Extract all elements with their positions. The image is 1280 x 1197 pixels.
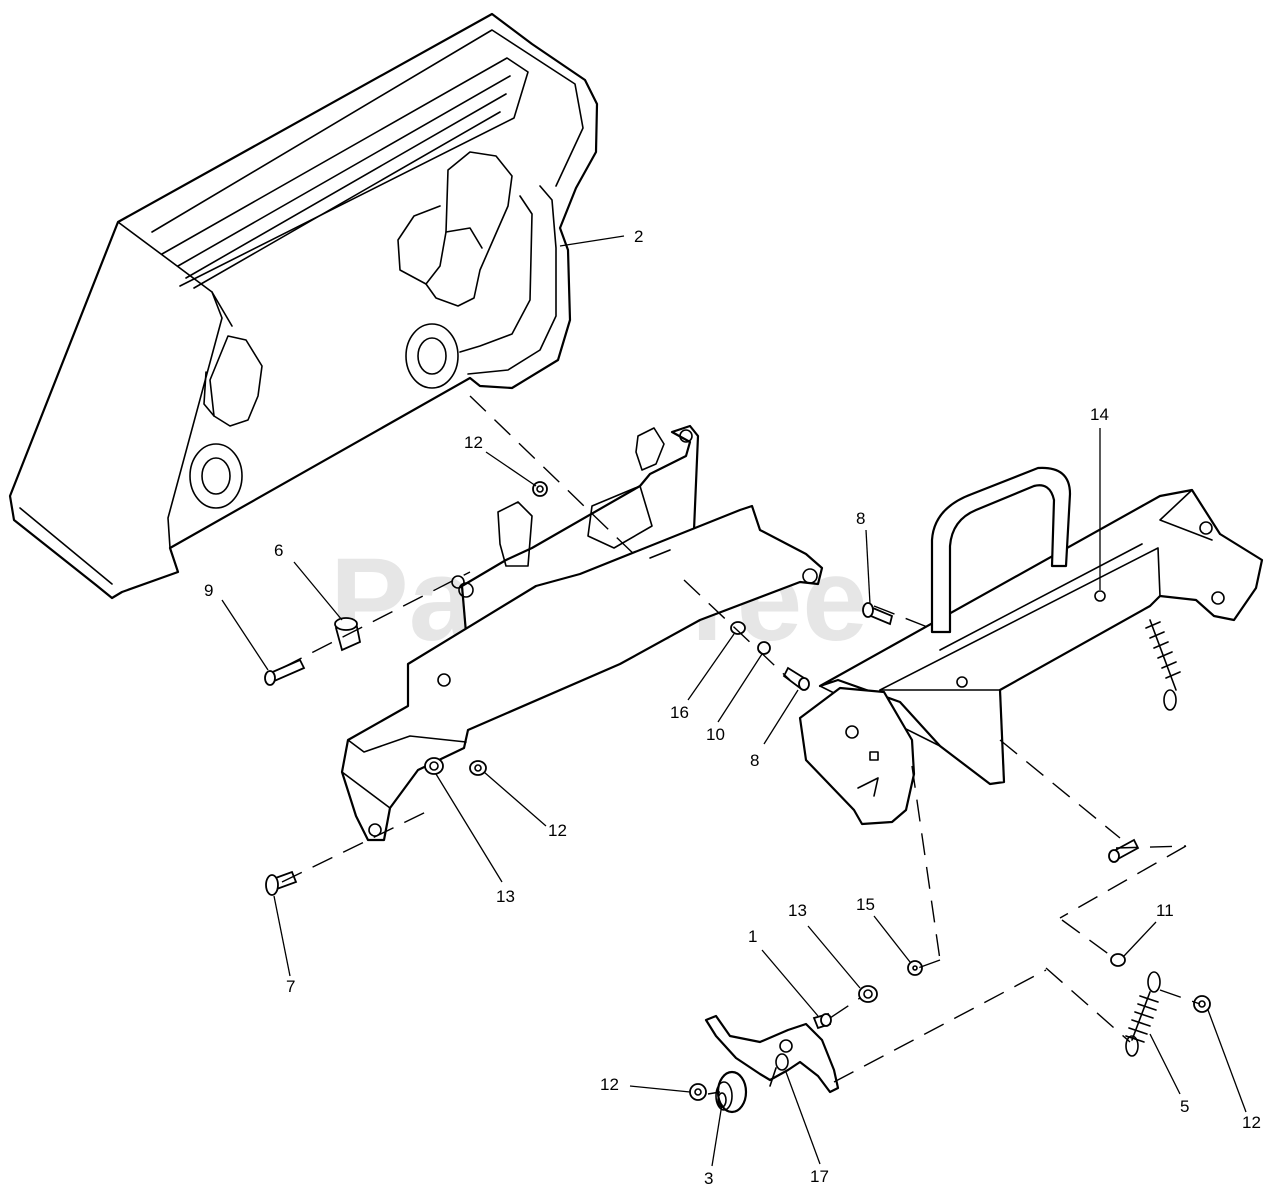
nut-12c xyxy=(689,1083,707,1101)
callout-17: 17 xyxy=(810,1167,829,1186)
callout-12: 12 xyxy=(1242,1113,1261,1132)
extension-spring xyxy=(1125,971,1161,1057)
tray-spring xyxy=(1145,619,1181,711)
pin-8b xyxy=(782,666,810,691)
pin-1 xyxy=(812,1012,832,1030)
nut-11 xyxy=(1110,953,1126,967)
callout-15: 15 xyxy=(856,895,875,914)
callout-8: 8 xyxy=(856,509,865,528)
callout-10: 10 xyxy=(706,725,725,744)
callout-12: 12 xyxy=(464,433,483,452)
callout-9: 9 xyxy=(204,581,213,600)
assembly-lines xyxy=(281,395,1201,1095)
lower-main-bracket xyxy=(340,504,824,842)
bolt-lower-right xyxy=(1108,838,1140,863)
washer-13b xyxy=(858,985,878,1003)
callout-1: 1 xyxy=(748,927,757,946)
washer-13a xyxy=(424,757,444,775)
callout-8: 8 xyxy=(750,751,759,770)
nut-12b xyxy=(469,760,487,776)
console-shroud xyxy=(8,12,599,600)
callout-13: 13 xyxy=(496,887,515,906)
callout-5: 5 xyxy=(1180,1097,1189,1116)
bolt-7 xyxy=(265,870,298,896)
bolt-9 xyxy=(264,658,306,686)
bolt-8a xyxy=(862,602,894,626)
mounting-tray xyxy=(798,466,1264,826)
callout-13: 13 xyxy=(788,901,807,920)
callout-11: 11 xyxy=(1156,901,1174,920)
callout-6: 6 xyxy=(274,541,283,560)
callout-3: 3 xyxy=(704,1169,713,1188)
callout-7: 7 xyxy=(286,977,295,996)
callout-12: 12 xyxy=(548,821,567,840)
nut-10 xyxy=(757,641,771,655)
callouts: 2 12 6 9 8 14 16 10 8 12 13 7 13 15 1 11… xyxy=(204,227,1261,1188)
idler-roller xyxy=(715,1070,748,1114)
idler-lever xyxy=(704,1014,840,1094)
leader-lines xyxy=(221,235,1247,1167)
washer-16 xyxy=(730,621,746,635)
spacer xyxy=(334,617,362,652)
nut-12a xyxy=(532,481,548,497)
nut-12d xyxy=(1193,995,1211,1013)
callout-14: 14 xyxy=(1090,405,1109,424)
callout-2: 2 xyxy=(634,227,643,246)
callout-16: 16 xyxy=(670,703,689,722)
callout-12: 12 xyxy=(600,1075,619,1094)
washer-15 xyxy=(907,960,923,976)
